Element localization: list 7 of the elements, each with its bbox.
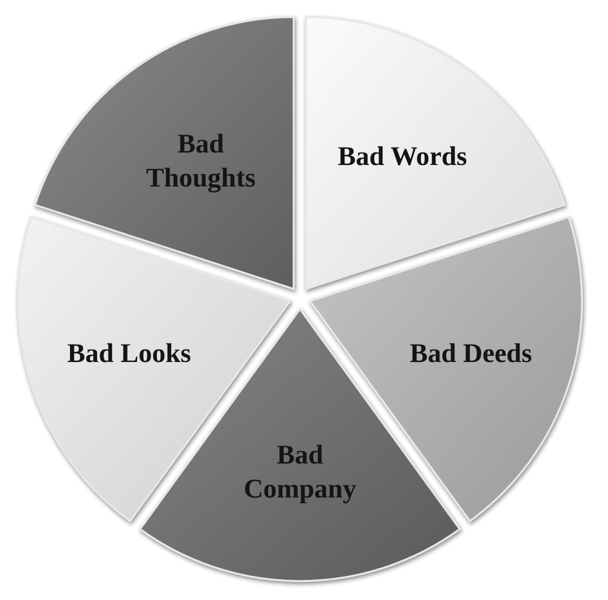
pie-segment <box>34 17 294 290</box>
segment-label: Bad Thoughts <box>145 128 257 194</box>
segment-label: Bad Company <box>242 438 358 506</box>
pie-segment <box>306 17 566 290</box>
segment-label: Bad Deeds <box>408 336 533 370</box>
segment-label: Bad Words <box>336 140 468 174</box>
segment-label: Bad Looks <box>66 336 192 370</box>
